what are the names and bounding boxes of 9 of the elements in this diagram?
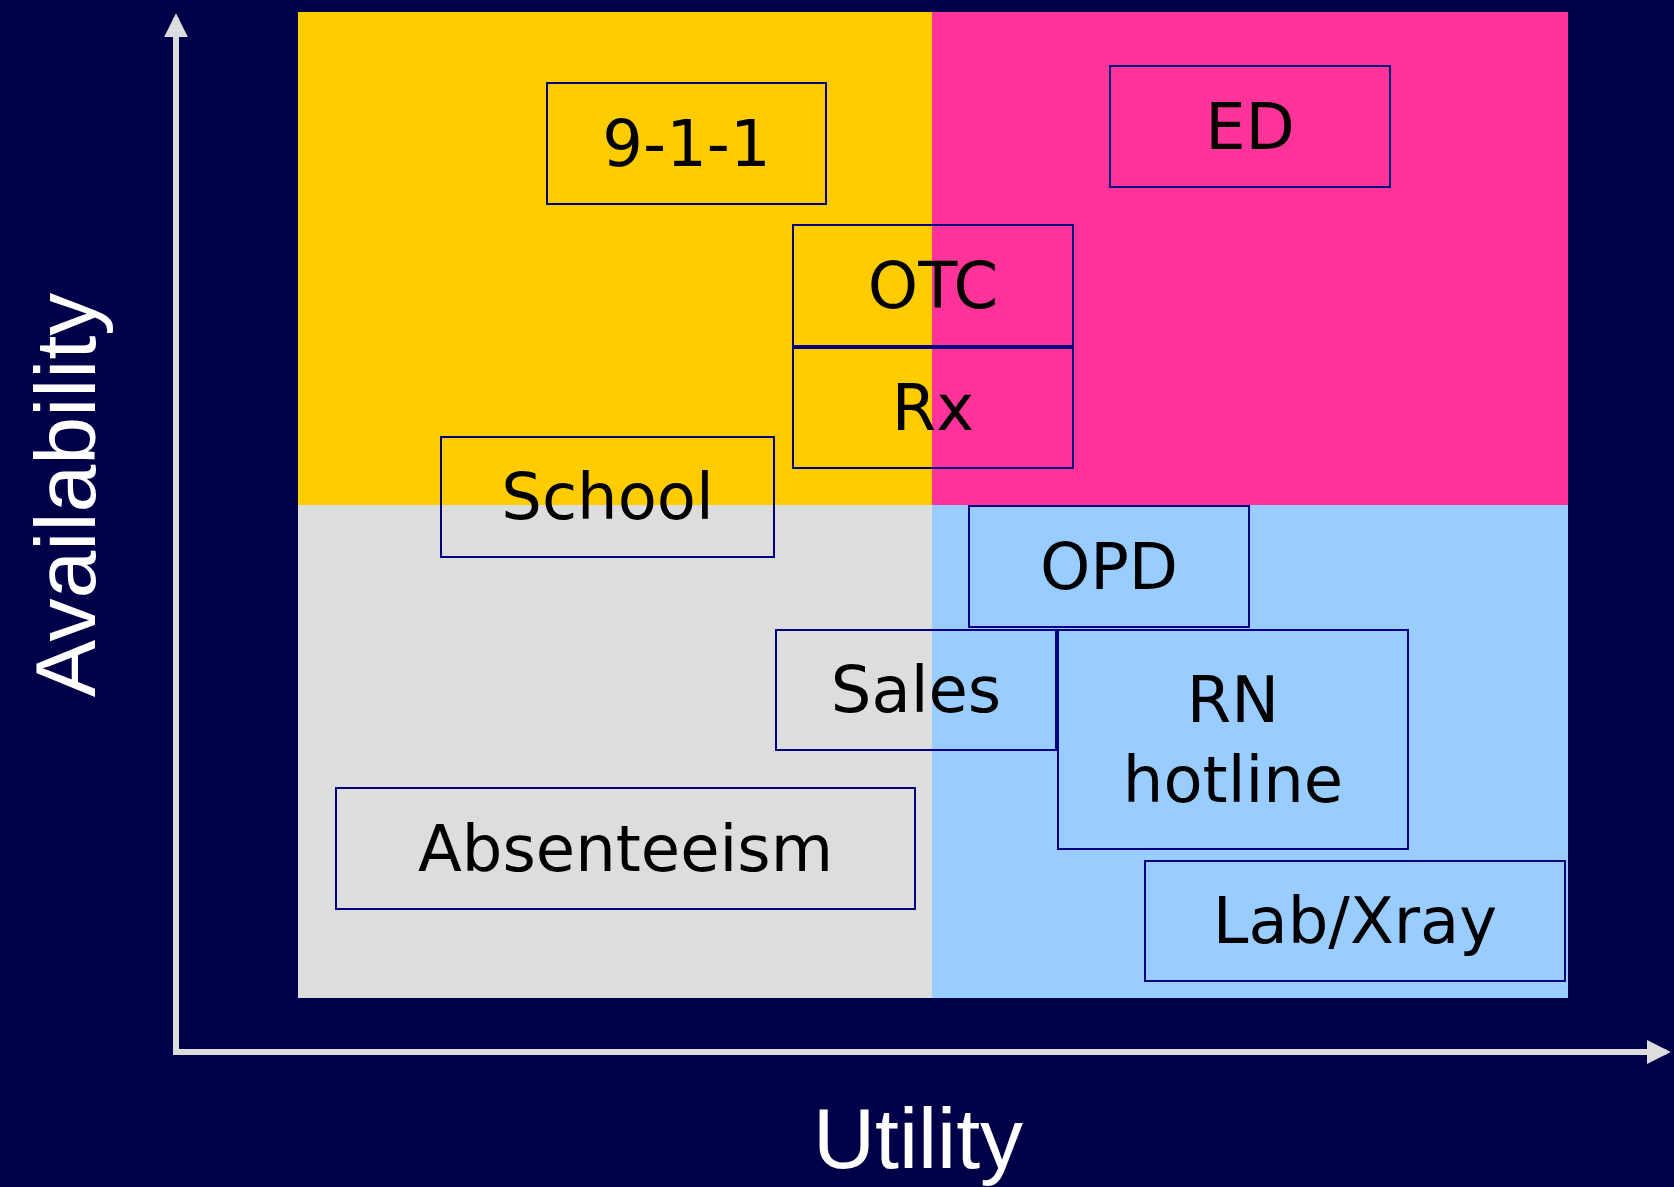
axis-title: Availability [15,292,114,698]
label-box: Absenteeism [335,787,916,910]
label-box: Sales [775,629,1057,751]
label-box: ED [1109,65,1391,188]
label-box: RN hotline [1057,629,1409,850]
axis-title: Utility [812,1088,1024,1187]
label-box: OPD [968,505,1250,628]
label-box: Lab/Xray [1144,860,1566,982]
label-box: 9-1-1 [546,82,827,205]
